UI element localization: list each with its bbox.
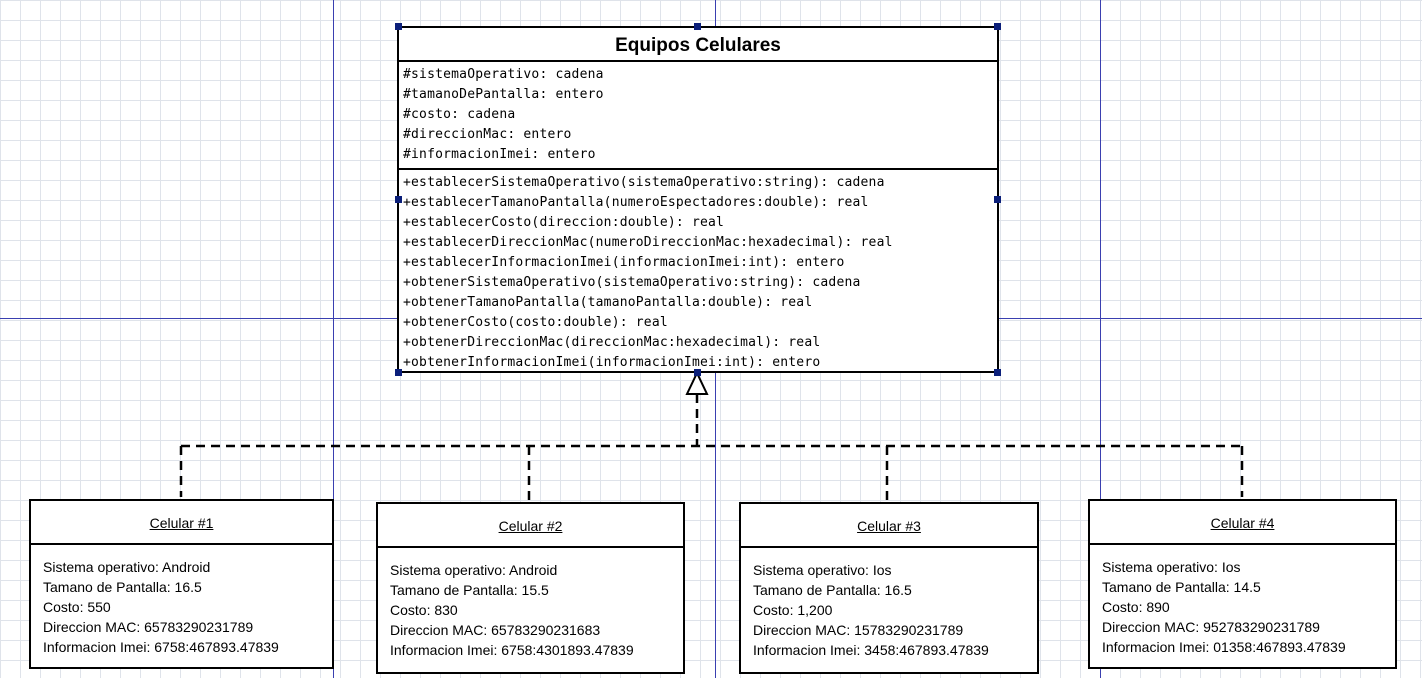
- object-property: Direccion MAC: 952783290231789: [1102, 619, 1320, 635]
- object-property: Direccion MAC: 65783290231683: [390, 622, 601, 638]
- object-property: Costo: 550: [43, 599, 111, 615]
- object-property: Costo: 830: [390, 602, 458, 618]
- object-property: Direccion MAC: 65783290231789: [43, 619, 254, 635]
- page-guide-vertical: [333, 0, 334, 678]
- object-property: Tamano de Pantalla: 16.5: [753, 582, 912, 598]
- object-properties: Sistema operativo: Android Tamano de Pan…: [378, 548, 683, 660]
- selection-handle-top[interactable]: [694, 23, 701, 30]
- operation-row: +obtenerInformacionImei(informacionImei:…: [403, 355, 821, 370]
- page-guide-vertical: [1100, 0, 1101, 678]
- operation-row: +establecerCosto(direccion:double): real: [403, 215, 725, 230]
- realization-arrowhead: [685, 370, 709, 395]
- object-property: Tamano de Pantalla: 15.5: [390, 582, 549, 598]
- selection-handle-top-right[interactable]: [994, 23, 1001, 30]
- class-equipos-celulares[interactable]: Equipos Celulares #sistemaOperativo: cad…: [397, 26, 999, 373]
- selection-handle-right[interactable]: [994, 196, 1001, 203]
- object-property: Tamano de Pantalla: 14.5: [1102, 579, 1261, 595]
- attribute-row: #sistemaOperativo: cadena: [403, 67, 604, 82]
- object-property: Informacion Imei: 3458:467893.47839: [753, 642, 989, 658]
- object-properties: Sistema operativo: Android Tamano de Pan…: [31, 545, 332, 657]
- object-celular-1[interactable]: Celular #1 Sistema operativo: Android Ta…: [29, 499, 334, 669]
- selection-handle-bottom-right[interactable]: [994, 369, 1001, 376]
- object-property: Costo: 890: [1102, 599, 1170, 615]
- object-name: Celular #1: [149, 515, 214, 531]
- selection-handle-left[interactable]: [395, 196, 402, 203]
- object-property: Informacion Imei: 6758:467893.47839: [43, 639, 279, 655]
- object-property: Sistema operativo: Android: [43, 559, 211, 575]
- object-name: Celular #2: [498, 518, 563, 534]
- object-property: Sistema operativo: Ios: [1102, 559, 1241, 575]
- selection-handle-top-left[interactable]: [395, 23, 402, 30]
- object-celular-3[interactable]: Celular #3 Sistema operativo: Ios Tamano…: [739, 502, 1039, 674]
- operation-row: +obtenerDireccionMac(direccionMac:hexade…: [403, 335, 821, 350]
- object-property: Tamano de Pantalla: 16.5: [43, 579, 202, 595]
- object-properties: Sistema operativo: Ios Tamano de Pantall…: [1090, 545, 1395, 657]
- class-operations: +establecerSistemaOperativo(sistemaOpera…: [399, 170, 997, 376]
- object-name: Celular #3: [857, 518, 921, 534]
- operation-row: +establecerInformacionImei(informacionIm…: [403, 255, 845, 270]
- operation-row: +obtenerCosto(costo:double): real: [403, 315, 668, 330]
- operation-row: +obtenerTamanoPantalla(tamanoPantalla:do…: [403, 295, 813, 310]
- object-celular-2[interactable]: Celular #2 Sistema operativo: Android Ta…: [376, 502, 685, 674]
- selection-handle-bottom-left[interactable]: [395, 369, 402, 376]
- operation-row: +establecerTamanoPantalla(numeroEspectad…: [403, 195, 869, 210]
- object-property: Informacion Imei: 6758:4301893.47839: [390, 642, 634, 658]
- operation-row: +establecerDireccionMac(numeroDireccionM…: [403, 235, 893, 250]
- object-celular-4[interactable]: Celular #4 Sistema operativo: Ios Tamano…: [1088, 499, 1397, 669]
- attribute-row: #tamanoDePantalla: entero: [403, 87, 604, 102]
- operation-row: +establecerSistemaOperativo(sistemaOpera…: [403, 175, 885, 190]
- object-name: Celular #4: [1210, 515, 1275, 531]
- class-title: Equipos Celulares: [399, 28, 997, 62]
- object-property: Costo: 1,200: [753, 602, 833, 618]
- object-properties: Sistema operativo: Ios Tamano de Pantall…: [741, 548, 1037, 660]
- attribute-row: #costo: cadena: [403, 107, 516, 122]
- object-property: Direccion MAC: 15783290231789: [753, 622, 964, 638]
- selection-handle-bottom[interactable]: [694, 369, 701, 376]
- object-property: Informacion Imei: 01358:467893.47839: [1102, 639, 1346, 655]
- attribute-row: #direccionMac: entero: [403, 127, 572, 142]
- attribute-row: #informacionImei: entero: [403, 147, 596, 162]
- class-attributes: #sistemaOperativo: cadena #tamanoDePanta…: [399, 62, 997, 170]
- operation-row: +obtenerSistemaOperativo(sistemaOperativ…: [403, 275, 861, 290]
- object-property: Sistema operativo: Ios: [753, 562, 892, 578]
- object-property: Sistema operativo: Android: [390, 562, 558, 578]
